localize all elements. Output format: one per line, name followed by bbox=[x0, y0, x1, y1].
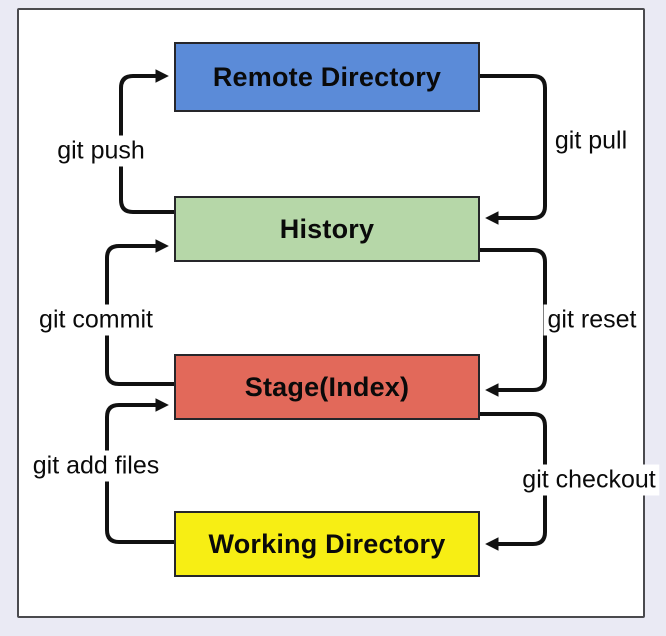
edge-label-git-add-files: git add files bbox=[28, 450, 164, 482]
node-history: History bbox=[174, 196, 480, 262]
edge-label-git-commit: git commit bbox=[35, 304, 157, 336]
node-working-directory: Working Directory bbox=[174, 511, 480, 577]
node-working-directory-label: Working Directory bbox=[208, 528, 446, 559]
edge-label-git-reset: git reset bbox=[543, 304, 641, 336]
node-stage-index: Stage(Index) bbox=[174, 354, 480, 420]
node-remote-directory-label: Remote Directory bbox=[212, 61, 442, 92]
node-stage-index-label: Stage(Index) bbox=[244, 371, 410, 402]
node-history-label: History bbox=[279, 213, 375, 244]
edge-label-git-pull: git pull bbox=[550, 125, 632, 157]
node-remote-directory: Remote Directory bbox=[174, 42, 480, 112]
edge-label-git-checkout: git checkout bbox=[518, 464, 660, 496]
edge-label-git-push: git push bbox=[53, 135, 149, 167]
